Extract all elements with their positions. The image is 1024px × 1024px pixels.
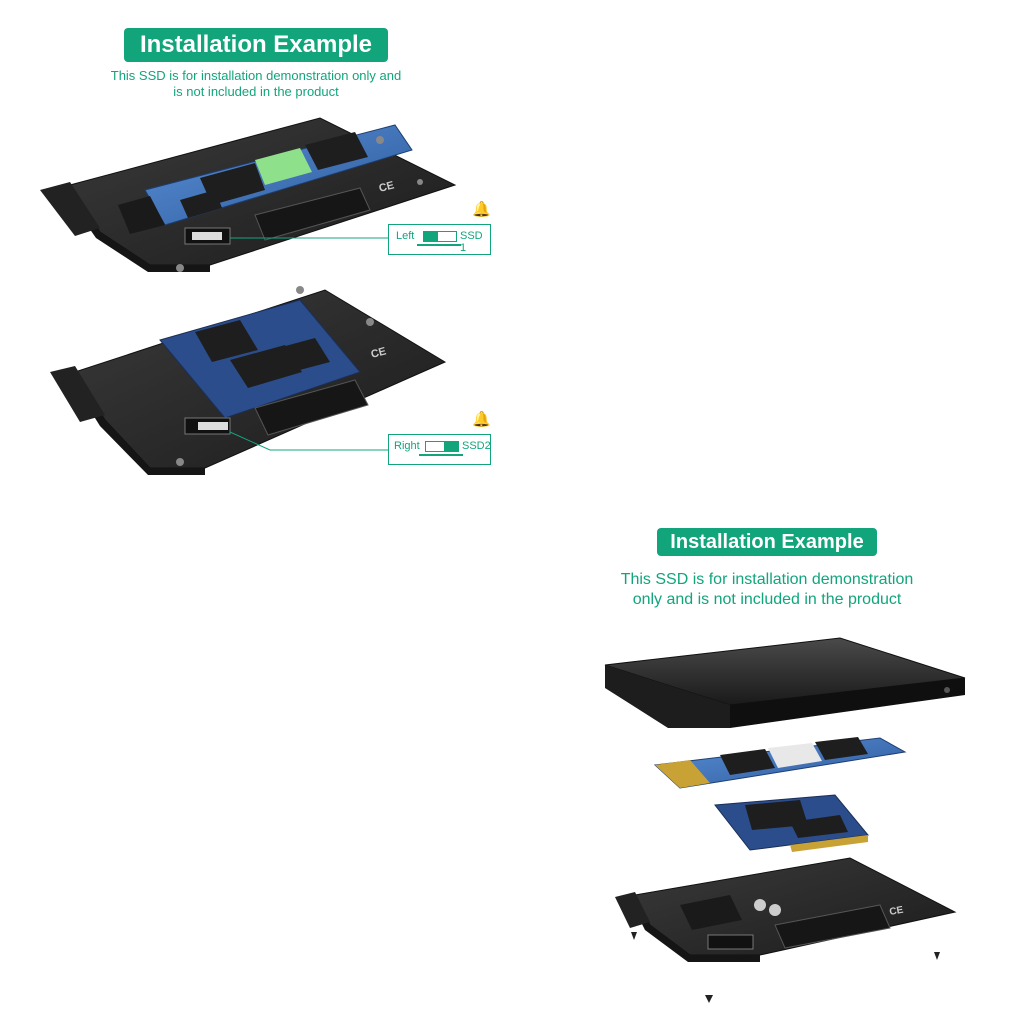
bottom-subtitle: This SSD is for installation demonstrati… (592, 570, 942, 610)
switch2-track (425, 441, 459, 452)
leader-line-2a (229, 431, 271, 451)
bell-icon: 🔔 (472, 201, 491, 218)
switch2-right-label: SSD2 (462, 440, 491, 452)
switch2-left-label: Right (394, 440, 420, 452)
msata-ssd-module (714, 794, 869, 852)
bottom-subtitle-line2: only and is not included in the product (632, 591, 902, 608)
top-subtitle-line1: This SSD is for installation demonstrati… (110, 68, 402, 83)
m2-ssd-module (653, 737, 907, 789)
screws (631, 932, 940, 1003)
top-subtitle-line2: is not included in the product (173, 84, 339, 100)
switch1-right-label: SSD 1 (460, 230, 483, 254)
right-arrow-icon (419, 454, 463, 456)
switch1-track (423, 231, 457, 242)
switch-indicator-ssd2: Right SSD2 (388, 434, 491, 465)
top-title-badge: Installation Example (124, 28, 388, 62)
svg-text:CE: CE (370, 345, 388, 361)
adapter-board-msata-installed: CE (50, 286, 447, 475)
bottom-title: Installation Example (670, 531, 864, 553)
switch1-left-label: Left (396, 230, 415, 242)
left-arrow-icon (417, 244, 461, 246)
switch-indicator-ssd1: Left SSD 1 (388, 224, 491, 255)
bottom-title-badge: Installation Example (657, 528, 877, 556)
ssd-enclosure-case (604, 637, 966, 728)
bell-icon-2: 🔔 (472, 411, 491, 428)
svg-text:CE: CE (889, 905, 905, 918)
adapter-board-exploded: CE (615, 857, 957, 962)
svg-text:CE: CE (378, 179, 396, 195)
adapter-board-m2-installed: CE (40, 117, 457, 272)
switch1-knob (424, 232, 438, 241)
top-subtitle: This SSD is for installation demonstrati… (96, 68, 416, 101)
switch2-knob (444, 442, 458, 451)
bottom-subtitle-line1: This SSD is for installation demonstrati… (620, 571, 914, 588)
top-title: Installation Example (139, 31, 373, 58)
